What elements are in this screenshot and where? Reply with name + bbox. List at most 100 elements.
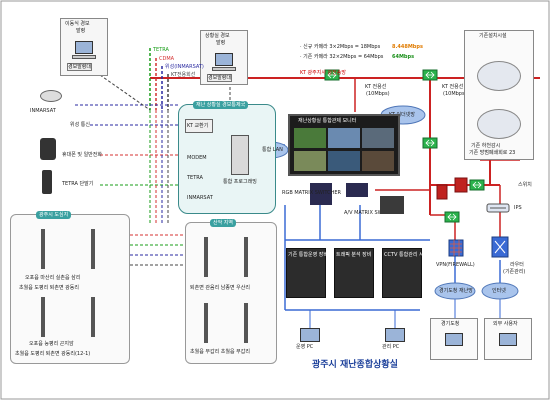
footer-title: 광주시 재난종합상황실 (312, 360, 398, 370)
ips-icon (486, 203, 510, 213)
external-title: 외부 사용자 (493, 321, 518, 327)
pc-label-2: 관리 PC (382, 344, 400, 350)
computer-icon (445, 333, 463, 346)
monitor-screen-2 (328, 128, 360, 148)
kt-left-speed: (10Mbps) (366, 91, 390, 97)
pc-icon-2 (385, 328, 405, 342)
legend-inmarsat: 위성(INMARSAT) (165, 64, 204, 70)
disaster-item-modem: MODEM (187, 155, 207, 161)
situation-room-alert-box: 상황실 경보 발령 경보발령대 (200, 30, 248, 85)
kt-exchange-device (185, 119, 213, 133)
situation-alert-screen: 경보발령대 (207, 74, 233, 82)
monitor-screen-5 (328, 151, 360, 171)
switch-icon-6 (444, 211, 460, 223)
disaster-room-box: 재난 상황실 경보통제국 KT 교환기 MODEM TETRA INMARSAT… (178, 101, 276, 214)
red-device-1 (454, 177, 468, 193)
rack-label-2: 트래픽 분석 장비 (336, 252, 372, 258)
router-icon (491, 236, 509, 258)
rack-label-1: 기존 통합운영 장비 (288, 252, 328, 258)
av-device (380, 196, 404, 214)
lan-cloud-label: 통합 LAN (262, 147, 283, 153)
switch-icon-2 (422, 69, 438, 81)
kt-right-label: KT 전용선 (442, 84, 464, 90)
comm-inmarsat: INMARSAT (30, 108, 56, 114)
gyeonggi-box: 경기도청 (430, 318, 478, 360)
gwangju-title: 광주시 도심지 (36, 211, 72, 219)
mountain-box: 산악 지역 퇴촌면 관음리 남종면 우산리 초월읍 무갑리 초월읍 무갑리 (185, 219, 277, 364)
existing-facility-title: 기존설치시설 (479, 33, 507, 39)
rgb-matrix-label: RGB MATRIX SWITCHER (282, 190, 341, 196)
comm-satellite: 위성 통신 (70, 122, 90, 128)
gwangju-box: 광주시 도심지 오포읍 마산리 실촌읍 삼리 초월읍 도평리 퇴촌면 광동리 오… (10, 211, 130, 364)
rack-3 (382, 248, 422, 298)
kt-line-label: KT 광주지사 광전송망 (300, 70, 346, 76)
kt-right-speed: (10Mbps) (443, 91, 467, 97)
computer-icon (75, 41, 93, 54)
router-sub: (기존관리) (503, 269, 526, 275)
monitor-screen-4 (294, 151, 326, 171)
cctv-pole-7 (204, 303, 208, 343)
monitor-title: 재난상황실 통합관제 모니터 (298, 118, 357, 124)
cctv-pole-6 (244, 237, 248, 277)
switch-icon-4 (422, 137, 438, 149)
bandwidth-note-2: · 기존 카메라 32×2Mbps = 64Mbps (300, 54, 384, 60)
kt-cloud-label: KT 이더넷망 (389, 112, 415, 118)
bandwidth-note-1: · 신규 카메라 3×2Mbps = 18Mbps (300, 44, 381, 50)
gwangju-item-3: 오포읍 능평리 곤지암 (29, 341, 74, 347)
kt-left-label: KT 전용선 (365, 84, 387, 90)
mountain-title: 산악 지역 (210, 219, 236, 227)
mountain-item-1: 퇴촌면 관음리 남종면 우산리 (190, 285, 250, 291)
cctv-pole-5 (204, 237, 208, 277)
mobile-alert-title: 이동식 경보 (65, 21, 90, 27)
computer-base (212, 67, 236, 71)
camera-icon-2 (477, 109, 521, 139)
gyeonggi-cloud-icon (434, 282, 476, 300)
gwangju-item-1: 오포읍 마산리 실촌읍 삼리 (25, 275, 81, 281)
mountain-item-2: 초월읍 무갑리 초월읍 무갑리 (190, 349, 250, 355)
satellite-icon (40, 90, 62, 102)
monitor-screen-6 (362, 151, 394, 171)
camera-icon-1 (477, 61, 521, 91)
internet-cloud-label: 인터넷 (492, 288, 506, 294)
red-device-2 (436, 184, 448, 200)
mobile-alert-box: 이동식 경보 발령 경보발령대 (60, 18, 108, 76)
tetra-terminal-icon (42, 170, 52, 194)
cctv-pole-1 (41, 229, 45, 269)
firewall-icon (448, 239, 464, 257)
comm-tetra: TETRA 단말기 (62, 181, 94, 187)
internet-cloud-icon (481, 282, 519, 300)
gyeonggi-cloud-label: 경기도청 재난망 (439, 288, 473, 294)
switch-icon-1 (324, 69, 340, 81)
comm-phone: 휴대폰 및 일반전화 (62, 152, 102, 158)
cctv-pole-4 (91, 297, 95, 337)
disaster-item-inmarsat: INMARSAT (187, 195, 213, 201)
bandwidth-highlight-2: 64Mbps (392, 54, 415, 60)
disaster-room-title: 재난 상황실 경보통제국 (193, 101, 249, 109)
mobile-alert-screen: 경보발령대 (67, 63, 93, 71)
gwangju-item-4: 초월읍 도평리 퇴촌면 광동리(12-1) (15, 351, 91, 357)
switch-label: 스위치 (518, 182, 532, 188)
cctv-pole-3 (41, 297, 45, 337)
camera-caption-1: 기존 하천감시 (471, 143, 501, 149)
situation-alert-subtitle: 발령 (216, 40, 226, 46)
phone-icon (40, 138, 56, 160)
bandwidth-highlight-1: 8.448Mbps (392, 44, 423, 50)
server-rack-icon (231, 135, 249, 175)
mobile-alert-subtitle: 발령 (76, 28, 86, 34)
legend-kt: KT전용회선 (171, 72, 196, 78)
firewall-label: VPN(FIREWALL) (436, 262, 475, 268)
computer-icon (499, 333, 517, 346)
monitor-wall: 재난상황실 통합관제 모니터 (288, 114, 400, 176)
gwangju-item-2: 초월읍 도평리 퇴촌면 광동리 (19, 285, 79, 291)
av-matrix-label: A/V MATRIX SWITCHER (344, 210, 401, 216)
situation-alert-title: 상황실 경보 (205, 33, 230, 39)
switch-icon-5 (469, 179, 485, 191)
rack-label-3: CCTV 통합관리 서버 (384, 252, 429, 258)
disaster-item-kt: KT 교환기 (187, 123, 209, 129)
cctv-pole-8 (244, 303, 248, 343)
disaster-item-tetra: TETRA (187, 175, 203, 181)
rgb-matrix-box (310, 183, 332, 205)
pc-label-1: 운영 PC (296, 344, 314, 350)
computer-base (72, 55, 96, 59)
